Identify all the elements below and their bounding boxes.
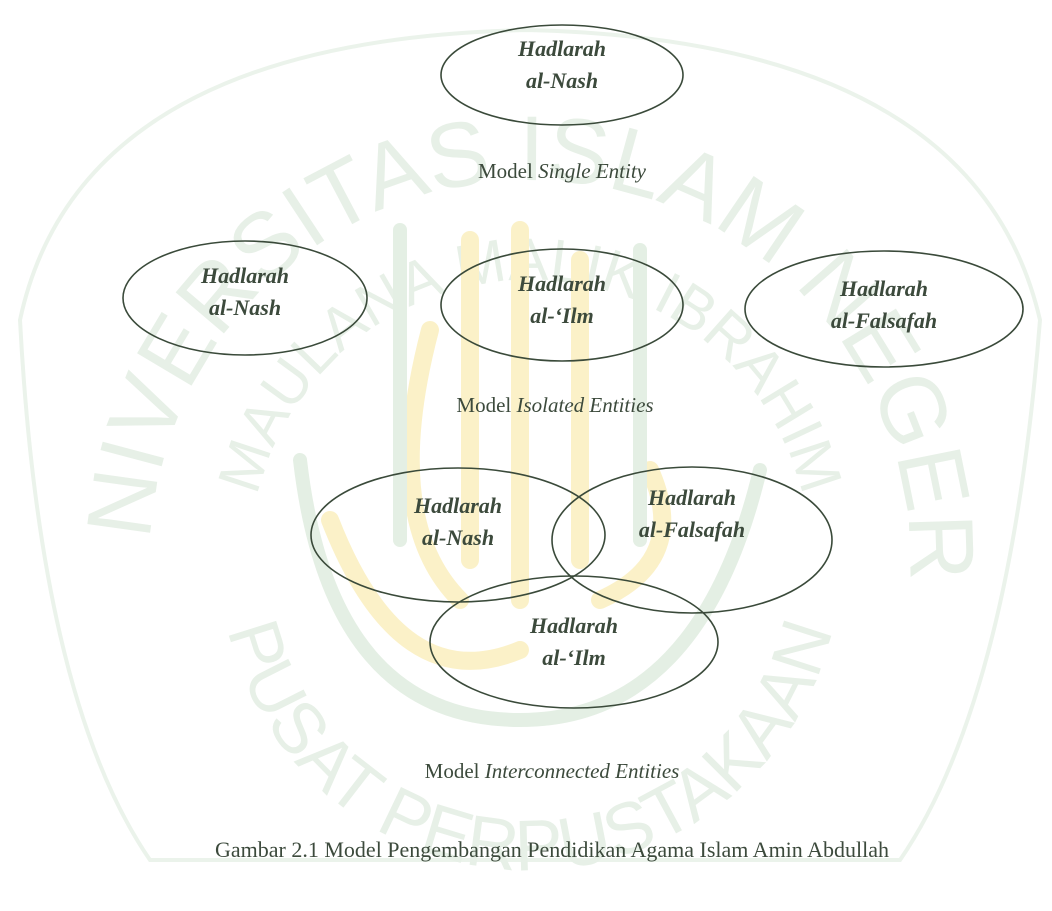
interconnected-falsafah-ellipse [551, 466, 833, 614]
interconnected-entities-model: Hadlarah al-Nash Hadlarah al-Falsafah Ha… [310, 466, 833, 783]
single-entity-caption: Model Single Entity [478, 159, 647, 183]
single-nash-label-line2: al-Nash [526, 68, 598, 93]
interconnected-falsafah-label-line1: Hadlarah [647, 485, 736, 510]
single-nash-label-line1: Hadlarah [517, 36, 606, 61]
single-entity-model: Hadlarah al-Nash Model Single Entity [440, 24, 684, 183]
isolated-nash-label-line1: Hadlarah [200, 263, 289, 288]
isolated-falsafah-label-line1: Hadlarah [839, 276, 928, 301]
interconnected-ilm-label-line1: Hadlarah [529, 613, 618, 638]
interconnected-nash-label-line1: Hadlarah [413, 493, 502, 518]
watermark-calligraphy [321, 221, 672, 670]
isolated-falsafah-label-line2: al-Falsafah [831, 308, 937, 333]
isolated-nash-label-line2: al-Nash [209, 295, 281, 320]
interconnected-ilm-label-line2: al-‘Ilm [542, 645, 606, 670]
interconnected-entities-caption: Model Interconnected Entities [425, 759, 680, 783]
isolated-entities-model: Hadlarah al-Nash Hadlarah al-‘Ilm Hadlar… [122, 240, 1024, 417]
isolated-ilm-ellipse [440, 248, 684, 362]
isolated-entities-caption: Model Isolated Entities [456, 393, 653, 417]
watermark-shield-outline [17, 27, 1043, 862]
isolated-falsafah-ellipse [744, 250, 1024, 368]
watermark: UNIVERSITAS ISLAM NEGERI MAULANA MALIK I… [0, 0, 1043, 887]
single-nash-ellipse [440, 24, 684, 126]
interconnected-nash-label-line2: al-Nash [422, 525, 494, 550]
isolated-nash-ellipse [122, 240, 368, 356]
watermark-calligraphy-green [293, 223, 767, 728]
interconnected-falsafah-label-line2: al-Falsafah [639, 517, 745, 542]
figure-caption: Gambar 2.1 Model Pengembangan Pendidikan… [215, 837, 889, 862]
interconnected-ilm-ellipse [429, 575, 719, 709]
isolated-ilm-label-line1: Hadlarah [517, 271, 606, 296]
isolated-ilm-label-line2: al-‘Ilm [530, 303, 594, 328]
